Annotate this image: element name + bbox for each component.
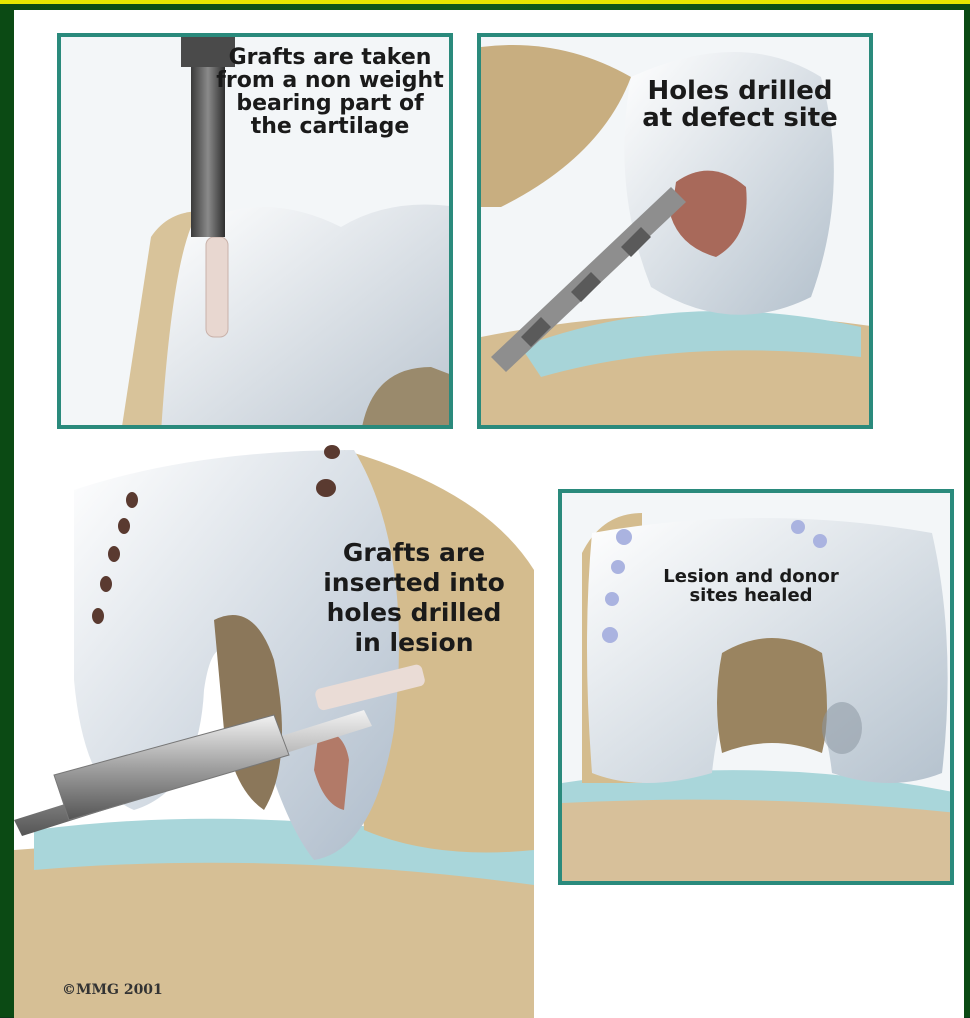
caption-holes-drilled: Holes drilled at defect site bbox=[614, 78, 866, 133]
figure-canvas: Grafts are taken from a non weight beari… bbox=[14, 10, 964, 1018]
healed-illustration bbox=[562, 493, 954, 885]
healed-lesion bbox=[822, 702, 862, 754]
panel-holes-drilled: Holes drilled at defect site bbox=[477, 33, 873, 429]
copyright-notice: ©MMG 2001 bbox=[62, 982, 163, 998]
intercondylar-notch bbox=[717, 638, 827, 753]
caption-graft-harvest: Grafts are taken from a non weight beari… bbox=[190, 46, 453, 138]
caption-grafts-inserted: Grafts are inserted into holes drilled i… bbox=[294, 538, 534, 658]
insertion-illustration bbox=[14, 430, 554, 1018]
graft-plug bbox=[206, 237, 228, 337]
panel-graft-harvest: Grafts are taken from a non weight beari… bbox=[57, 33, 453, 429]
panel-healed: Lesion and donor sites healed bbox=[558, 489, 954, 885]
caption-healed: Lesion and donor sites healed bbox=[646, 568, 856, 606]
panel-grafts-inserted: Grafts are inserted into holes drilled i… bbox=[14, 430, 554, 1018]
femoral-condyle-left bbox=[481, 45, 631, 207]
